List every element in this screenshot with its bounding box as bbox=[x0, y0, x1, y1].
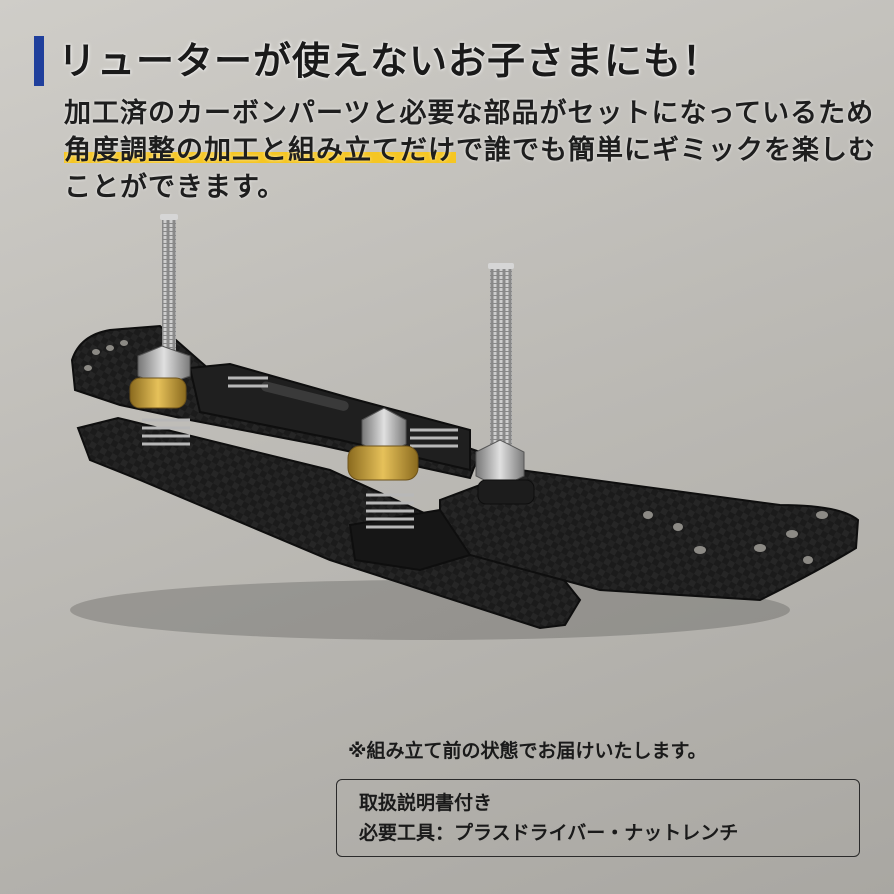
info-box: 取扱説明書付き 必要工具：プラスドライバー・ナットレンチ bbox=[336, 779, 860, 857]
product-description: 加工済のカーボンパーツと必要な部品がセットになっているため 角度調整の加工と組み… bbox=[64, 95, 884, 206]
description-line-3: ことができます。 bbox=[64, 172, 286, 203]
heading-accent-bar bbox=[34, 36, 44, 86]
required-tools-text: 必要工具：プラスドライバー・ナットレンチ bbox=[359, 822, 739, 844]
description-line-2-rest: で誰でも簡単にギミックを楽しむ bbox=[456, 135, 876, 166]
upper-right-plate bbox=[439, 468, 860, 602]
description-line-2: 角度調整の加工と組み立てだけで誰でも簡単にギミックを楽しむ bbox=[64, 132, 884, 169]
center-mount-block bbox=[348, 508, 472, 572]
middle-nut bbox=[361, 407, 407, 457]
mounting-holes bbox=[84, 340, 828, 564]
springs bbox=[142, 376, 458, 529]
right-nut bbox=[475, 439, 525, 489]
description-highlight: 角度調整の加工と組み立てだけ bbox=[64, 135, 456, 166]
description-line-1: 加工済のカーボンパーツと必要な部品がセットになっているため bbox=[64, 98, 875, 129]
right-bolt bbox=[490, 266, 512, 446]
middle-brass-collar bbox=[347, 445, 419, 481]
left-bolt bbox=[162, 216, 176, 356]
plate-shadow bbox=[70, 580, 790, 640]
manual-included-text: 取扱説明書付き bbox=[359, 792, 493, 814]
left-brass-collar bbox=[129, 377, 187, 409]
assembly-note: ※組み立て前の状態でお届けいたします。 bbox=[348, 740, 707, 762]
left-nut bbox=[137, 345, 191, 387]
lower-carbon-plate bbox=[76, 416, 582, 630]
page-heading: リューターが使えないお子さまにも！ bbox=[58, 39, 722, 83]
link-slot bbox=[261, 381, 349, 411]
right-black-collar bbox=[477, 479, 535, 505]
